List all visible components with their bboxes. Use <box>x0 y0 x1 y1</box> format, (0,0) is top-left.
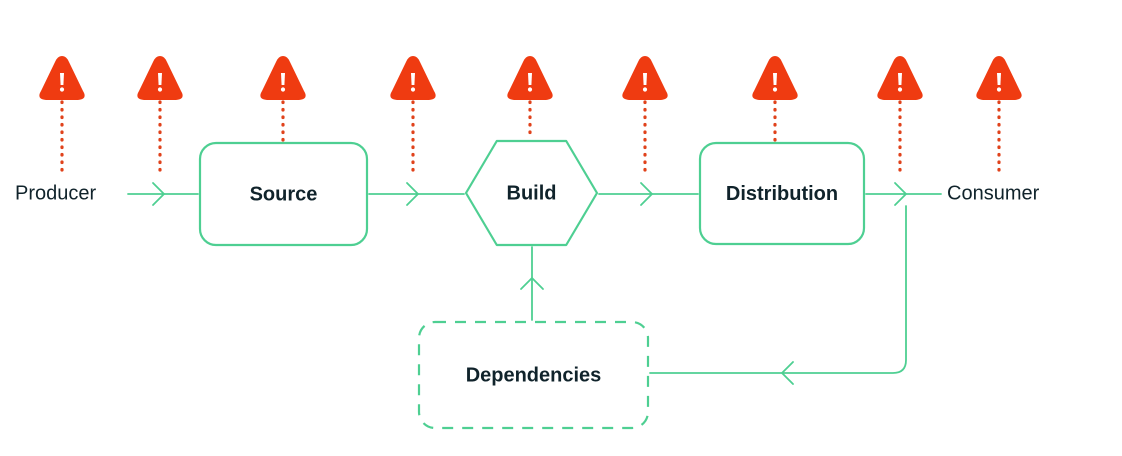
node-source[interactable]: Source <box>198 141 369 247</box>
exclamation-dot-icon <box>897 87 903 92</box>
node-label-dependencies: Dependencies <box>466 364 602 386</box>
node-consumer[interactable]: Consumer <box>947 182 1040 204</box>
exclamation-dot-icon <box>527 87 533 92</box>
node-shape-dependencies <box>417 320 650 430</box>
exclamation-dot-icon <box>157 87 163 92</box>
connector-producer-to-source <box>127 182 199 206</box>
arrowhead-icon <box>520 277 544 290</box>
warning-marker-threat-i[interactable] <box>976 56 1022 174</box>
node-label-distribution: Distribution <box>726 183 838 205</box>
node-shape-source <box>198 141 369 247</box>
node-producer[interactable]: Producer <box>15 182 96 204</box>
connector-dependencies-to-build <box>520 246 544 321</box>
exclamation-dot-icon <box>59 87 65 92</box>
arrowhead-icon <box>781 361 794 385</box>
arrowhead-icon <box>894 182 907 206</box>
exclamation-dot-icon <box>280 87 286 92</box>
connector-distribution-to-consumer <box>865 182 942 206</box>
exclamation-stroke-icon <box>773 73 777 85</box>
exclamation-stroke-icon <box>643 73 647 85</box>
warning-marker-threat-h[interactable] <box>877 56 923 174</box>
exclamation-stroke-icon <box>528 73 532 85</box>
node-build[interactable]: Build <box>464 139 599 247</box>
arrowhead-icon <box>406 182 419 206</box>
node-dependencies[interactable]: Dependencies <box>417 320 650 430</box>
warning-marker-threat-d[interactable] <box>390 56 436 174</box>
node-shape-build <box>464 139 599 247</box>
exclamation-stroke-icon <box>411 73 415 85</box>
exclamation-stroke-icon <box>898 73 902 85</box>
node-label-consumer: Consumer <box>947 182 1040 204</box>
warning-marker-threat-g[interactable] <box>752 56 798 142</box>
exclamation-stroke-icon <box>997 73 1001 85</box>
connector-build-to-distribution <box>598 182 699 206</box>
connector-line <box>649 205 907 374</box>
exclamation-stroke-icon <box>60 73 64 85</box>
exclamation-dot-icon <box>772 87 778 92</box>
node-distribution[interactable]: Distribution <box>698 141 866 246</box>
exclamation-dot-icon <box>642 87 648 92</box>
node-shape-distribution <box>698 141 866 246</box>
warning-marker-threat-f[interactable] <box>622 56 668 174</box>
exclamation-dot-icon <box>996 87 1002 92</box>
warning-marker-threat-e[interactable] <box>507 56 553 140</box>
warning-marker-threat-b[interactable] <box>137 56 183 174</box>
arrowhead-icon <box>152 182 165 206</box>
connections-layer <box>127 182 942 385</box>
warnings-layer <box>39 56 1022 174</box>
connector-distribution-to-dependencies-feedback <box>649 205 907 385</box>
node-label-build: Build <box>507 182 557 204</box>
node-label-producer: Producer <box>15 182 96 204</box>
node-label-source: Source <box>250 183 318 205</box>
warning-marker-threat-c[interactable] <box>260 56 306 142</box>
arrowhead-icon <box>640 182 653 206</box>
exclamation-stroke-icon <box>158 73 162 85</box>
exclamation-stroke-icon <box>281 73 285 85</box>
nodes-layer: Producer Source Build Distribution ConsumerD… <box>15 139 1040 430</box>
exclamation-dot-icon <box>410 87 416 92</box>
connector-source-to-build <box>368 182 465 206</box>
warning-marker-threat-a[interactable] <box>39 56 85 174</box>
